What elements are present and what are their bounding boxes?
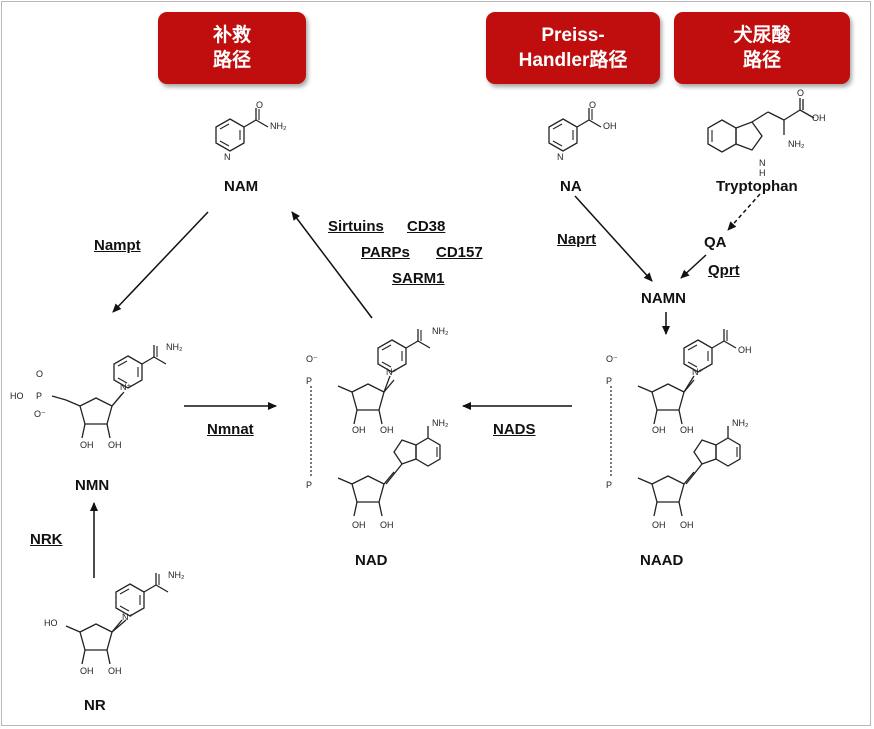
nr-n-plus: N⁺ xyxy=(122,612,133,622)
tryptophan-o: O xyxy=(797,88,804,98)
nad-nh2-adenine: NH₂ xyxy=(432,418,449,428)
enzyme-parps: PARPs xyxy=(361,244,410,261)
naad-nh2-adenine: NH₂ xyxy=(732,418,749,428)
compound-na: NA xyxy=(560,178,582,195)
nad-oh-2: OH xyxy=(380,425,394,435)
nad-oh-3: OH xyxy=(352,520,366,530)
salvage-pathway-line1: 补救 xyxy=(212,25,251,46)
compound-nad: NAD xyxy=(355,552,388,569)
nmn-p: P xyxy=(36,391,42,401)
na-n-atom: N xyxy=(557,152,564,162)
nmn-oh-2: OH xyxy=(80,440,94,450)
nmn-n-plus: N⁺ xyxy=(120,382,131,392)
nam-to-nmn-arrow xyxy=(112,211,209,313)
enzyme-cd157: CD157 xyxy=(436,244,483,261)
tryptophan-oh: OH xyxy=(812,113,826,123)
nad-oh-4: OH xyxy=(380,520,394,530)
naad-p-2: P xyxy=(606,480,612,490)
nr-ribose xyxy=(65,619,123,665)
naad-pyridinium xyxy=(683,328,737,373)
enzyme-nads: NADS xyxy=(493,421,536,438)
compound-nmn: NMN xyxy=(75,477,110,494)
nad-n-plus: N⁺ xyxy=(386,367,397,377)
enzyme-sirtuins: Sirtuins xyxy=(328,218,384,235)
tryptophan-nh: N xyxy=(759,158,766,168)
na-oh: OH xyxy=(603,121,617,131)
nad-adenine xyxy=(393,425,441,467)
enzyme-nampt: Nampt xyxy=(94,237,141,254)
naad-oh-1: OH xyxy=(652,425,666,435)
tryptophan-nh2: NH₂ xyxy=(788,139,805,149)
compound-nam: NAM xyxy=(224,178,259,195)
naad-ribose-2 xyxy=(637,471,695,517)
naad-n-plus: N⁺ xyxy=(692,367,703,377)
na-structure xyxy=(548,107,602,152)
naad-ribose-1 xyxy=(637,379,695,425)
preiss-handler-line1: Preiss- xyxy=(541,25,605,46)
nr-oh-2: OH xyxy=(80,666,94,676)
salvage-pathway-box: 补救 路径 xyxy=(158,12,306,84)
nam-nh2: NH₂ xyxy=(270,121,287,131)
nam-o-atom: O xyxy=(256,100,263,110)
nad-nh2-top: NH₂ xyxy=(432,326,449,336)
compound-nr: NR xyxy=(84,697,106,714)
kynurenine-pathway-box: 犬尿酸 路径 xyxy=(674,12,850,84)
qa-to-namn-arrow xyxy=(680,254,707,279)
nmn-ribose xyxy=(65,393,123,439)
enzyme-naprt: Naprt xyxy=(557,231,597,248)
naad-p-1: P xyxy=(606,376,612,386)
nad-o-minus-1: O⁻ xyxy=(306,354,318,364)
enzyme-qprt: Qprt xyxy=(708,262,740,279)
compound-namn: NAMN xyxy=(641,290,686,307)
nad-p-1: P xyxy=(306,376,312,386)
nr-ho: HO xyxy=(44,618,58,628)
enzyme-nmnat: Nmnat xyxy=(207,421,254,438)
naad-oh-4: OH xyxy=(680,520,694,530)
nmn-o-top: O xyxy=(36,369,43,379)
nmn-nh2: NH₂ xyxy=(166,342,183,352)
naad-o-minus-1: O⁻ xyxy=(606,354,618,364)
nmn-o-minus: O⁻ xyxy=(34,409,46,419)
compound-naad: NAAD xyxy=(640,552,684,569)
nr-pyridinium xyxy=(115,572,169,617)
preiss-handler-pathway-box: Preiss- Handler路径 xyxy=(486,12,660,84)
nad-p-2: P xyxy=(306,480,312,490)
nam-n-atom: N xyxy=(224,152,231,162)
naad-adenine xyxy=(693,425,741,467)
kynurenine-pathway-line2: 路径 xyxy=(742,50,781,71)
kynurenine-pathway-line1: 犬尿酸 xyxy=(733,25,791,46)
nmn-oh-3: OH xyxy=(108,440,122,450)
nr-oh-3: OH xyxy=(108,666,122,676)
tryptophan-to-qa-arrow xyxy=(727,193,761,231)
compound-tryptophan: Tryptophan xyxy=(716,178,798,195)
tryptophan-h: H xyxy=(759,168,766,178)
salvage-pathway-line2: 路径 xyxy=(212,50,251,71)
naad-oh-2: OH xyxy=(680,425,694,435)
nad-oh-1: OH xyxy=(352,425,366,435)
nam-structure xyxy=(215,107,269,152)
compound-qa: QA xyxy=(704,234,727,251)
nr-nh2: NH₂ xyxy=(168,570,185,580)
preiss-handler-line2: Handler路径 xyxy=(518,50,628,71)
nad-ribose-2 xyxy=(337,471,395,517)
nmn-ho: HO xyxy=(10,391,24,401)
na-to-namn-arrow xyxy=(574,195,653,282)
nad-to-nam-arrow xyxy=(291,211,373,319)
nad-pyridinium xyxy=(377,328,431,373)
tryptophan-structure xyxy=(707,98,815,153)
naad-oh-3: OH xyxy=(652,520,666,530)
enzyme-cd38: CD38 xyxy=(407,218,446,235)
naad-oh-top: OH xyxy=(738,345,752,355)
enzyme-sarm1: SARM1 xyxy=(392,270,445,287)
enzyme-nrk: NRK xyxy=(30,531,63,548)
na-o-atom: O xyxy=(589,100,596,110)
